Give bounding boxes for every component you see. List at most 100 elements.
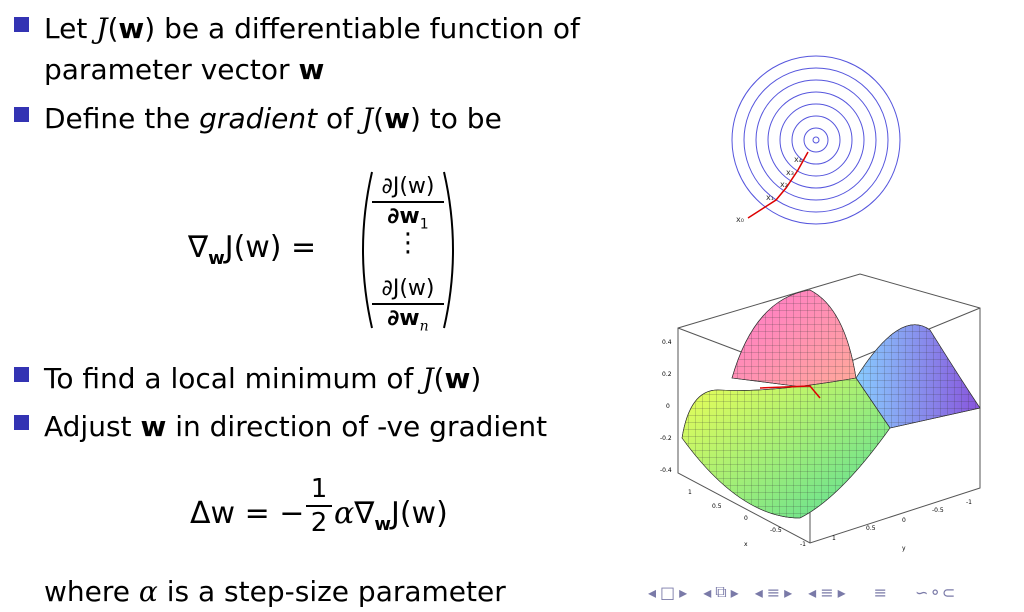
func: J(w) =	[224, 230, 317, 265]
bullet-3-text: To find a local minimum of J(w)	[44, 358, 481, 399]
x-ticks: 1 0.5 0 -0.5 -1 x	[688, 489, 806, 548]
bullet-1: Let J(w) be a differentiable function of…	[14, 8, 580, 90]
nav-subsection-icon[interactable]: ⧉	[715, 582, 727, 601]
half-frac: 1 2	[306, 474, 332, 538]
math-var: w	[118, 12, 145, 45]
math-var: w	[298, 53, 325, 86]
bullet-4-text: Adjust w in direction of -ve gradient	[44, 406, 547, 447]
frac-bar	[372, 303, 444, 305]
nav-next-frame-icon[interactable]: ▸	[679, 582, 688, 602]
nav-prev-frame-icon[interactable]: ◂	[648, 582, 657, 602]
partial-frac-bottom: ∂J(w) ∂wn	[372, 276, 444, 339]
nav-align-icon[interactable]: ≡	[873, 582, 888, 602]
x-tick: 0.5	[712, 503, 722, 510]
text: Adjust	[44, 410, 141, 443]
text: of	[317, 102, 362, 135]
func: J(w)	[390, 496, 448, 531]
update-rhs: α∇wJ(w)	[334, 496, 448, 535]
math-func: J	[361, 102, 374, 135]
label-x4: x₄	[794, 155, 802, 164]
beamer-nav-bar: ◂ □ ▸ ◂ ⧉ ▸ ◂ ≡ ▸ ◂ ≡ ▸ ≡ ∽⚬⊂	[648, 582, 955, 602]
delta-w: Δw = −	[190, 496, 305, 531]
nav-next-subsection-icon[interactable]: ▸	[730, 582, 739, 602]
frac-bar	[372, 201, 444, 203]
paren: )	[144, 12, 156, 45]
descent-path-3d	[759, 385, 821, 399]
y-axis-label: y	[902, 545, 906, 552]
subscript: 1	[419, 216, 429, 233]
bullet-2-text: Define the gradient of J(w) to be	[44, 98, 502, 139]
x-tick: -1	[800, 541, 806, 548]
nav-next-section-icon[interactable]: ▸	[784, 582, 793, 602]
bullet-square-icon	[14, 17, 29, 32]
partial-frac-top: ∂J(w) ∂w1	[372, 174, 444, 237]
subscript: w	[374, 514, 391, 535]
frac-bar	[306, 505, 332, 507]
x-tick: 0	[744, 515, 748, 522]
denominator: ∂w	[387, 204, 420, 229]
text: to be	[420, 102, 502, 135]
z-tick: -0.2	[660, 435, 672, 442]
left-paren-icon	[362, 171, 373, 329]
vdots: ⋮	[395, 228, 421, 258]
subscript: w	[208, 248, 225, 269]
label-x3: x₃	[786, 168, 794, 177]
bullet-square-icon	[14, 415, 29, 430]
bullet-square-icon	[14, 367, 29, 382]
nav-section-icon[interactable]: ≡	[766, 582, 781, 602]
z-tick: 0.4	[662, 339, 672, 346]
text: To find a local minimum of	[44, 362, 423, 395]
bullet-4: Adjust w in direction of -ve gradient	[14, 406, 547, 447]
alpha: α	[334, 496, 355, 531]
nabla: ∇	[188, 230, 209, 265]
math-var: w	[140, 410, 167, 443]
bullet-square-icon	[14, 107, 29, 122]
label-x0: x₀	[736, 215, 744, 224]
paren: (	[373, 102, 385, 135]
label-x2: x₂	[780, 180, 788, 189]
x-tick: 1	[688, 489, 692, 496]
gradient-lhs: ∇wJ(w) =	[188, 230, 316, 269]
z-tick: 0.2	[662, 371, 672, 378]
bullet-1-text: Let J(w) be a differentiable function of…	[44, 8, 580, 90]
nav-frame-icon[interactable]: □	[660, 582, 676, 602]
text: parameter vector	[44, 53, 299, 86]
nabla: ∇	[354, 496, 375, 531]
numerator: ∂J(w)	[381, 276, 435, 301]
contour-plot: x₀ x₁ x₂ x₃ x₄	[731, 55, 901, 225]
y-tick: -0.5	[932, 507, 944, 514]
numerator: ∂J(w)	[381, 174, 435, 199]
numerator: 1	[310, 474, 328, 504]
z-ticks: 0.4 0.2 0 -0.2 -0.4	[660, 339, 672, 474]
nav-prev-subsection-icon[interactable]: ◂	[703, 582, 712, 602]
math-var: w	[444, 362, 471, 395]
nav-part-icon[interactable]: ≡	[820, 582, 834, 602]
surface-plot: 0.4 0.2 0 -0.2 -0.4 1 0.5 0 -0.5 -1 x 1 …	[660, 273, 981, 552]
x-axis-label: x	[744, 541, 748, 548]
alpha: α	[138, 575, 158, 608]
nav-next-part-icon[interactable]: ▸	[837, 582, 846, 602]
text: where	[44, 575, 139, 608]
z-tick: 0	[666, 403, 670, 410]
text: Define the	[44, 102, 200, 135]
label-x1: x₁	[766, 193, 774, 202]
math-var: w	[384, 102, 410, 135]
y-tick: 1	[832, 535, 836, 542]
right-paren-icon	[443, 171, 454, 329]
nav-search-icon[interactable]: ∽⚬⊂	[915, 582, 956, 602]
text: be a differentiable function of	[155, 12, 580, 45]
nav-prev-section-icon[interactable]: ◂	[754, 582, 763, 602]
math-func: J	[96, 12, 108, 45]
y-tick: -1	[966, 499, 972, 506]
z-tick: -0.4	[660, 467, 672, 474]
nav-prev-part-icon[interactable]: ◂	[808, 582, 817, 602]
descent-path	[747, 151, 809, 219]
paren: )	[470, 362, 482, 395]
y-ticks: 1 0.5 0 -0.5 -1 y	[832, 499, 972, 552]
footer-text: where α is a step-size parameter	[44, 571, 506, 612]
paren: (	[107, 12, 119, 45]
denominator: ∂w	[387, 306, 420, 331]
y-tick: 0.5	[866, 525, 876, 532]
y-tick: 0	[902, 517, 906, 524]
text: in direction of -ve gradient	[166, 410, 548, 443]
